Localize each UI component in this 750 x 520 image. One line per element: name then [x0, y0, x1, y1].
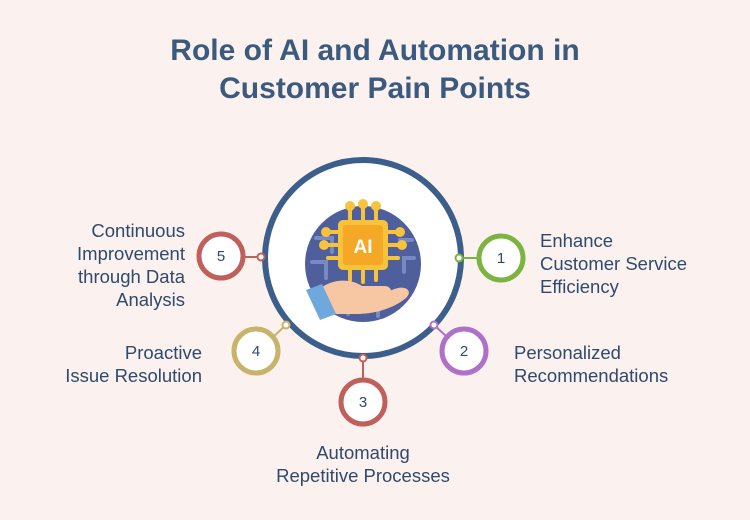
ai-chip-label: AI	[354, 237, 373, 258]
connector-dot-1	[454, 253, 464, 263]
connector-dot-4	[281, 320, 291, 330]
step-3-line-1: Automating	[316, 442, 410, 463]
step-label-4: Proactive Issue Resolution	[65, 341, 202, 387]
title-line-1: Role of AI and Automation in	[170, 34, 580, 67]
step-5-line-1: Continuous	[91, 220, 185, 241]
connectors	[245, 252, 477, 378]
diagram-title: Role of AI and Automation in Customer Pa…	[0, 32, 750, 108]
step-number-4: 4	[252, 343, 260, 360]
step-5-line-2: Improvement	[77, 243, 185, 264]
step-circle-2: 2	[439, 326, 489, 376]
step-2-line-2: Recommendations	[514, 365, 669, 386]
step-number-5: 5	[217, 248, 225, 265]
step-label-1: Enhance Customer Service Efficiency	[540, 229, 687, 298]
step-number-3: 3	[359, 394, 367, 411]
step-1-line-2: Customer Service	[540, 253, 688, 274]
step-2-line-1: Personalized	[514, 342, 621, 363]
step-4-line-1: Proactive	[124, 342, 202, 363]
step-circle-5: 5	[196, 231, 246, 281]
connector-dot-3	[358, 353, 368, 363]
step-1-line-1: Enhance	[540, 230, 614, 251]
step-number-2: 2	[460, 343, 468, 360]
step-label-5: Continuous Improvement through Data Anal…	[77, 219, 185, 311]
step-circle-3: 3	[338, 377, 388, 427]
step-3-line-2: Repetitive Processes	[276, 465, 450, 486]
step-circle-1: 1	[476, 233, 526, 283]
ai-chip-hand-icon: AI	[305, 199, 421, 322]
step-1-line-3: Efficiency	[540, 276, 619, 297]
step-label-3: Automating Repetitive Processes	[253, 441, 473, 487]
title-line-2: Customer Pain Points	[219, 72, 531, 105]
step-5-line-4: Analysis	[116, 289, 185, 310]
step-number-1: 1	[497, 250, 505, 267]
connector-dot-2	[429, 320, 439, 330]
step-label-2: Personalized Recommendations	[514, 341, 668, 387]
connector-dot-5	[256, 252, 266, 262]
step-4-line-2: Issue Resolution	[65, 365, 202, 386]
step-circle-4: 4	[231, 326, 281, 376]
step-5-line-3: through Data	[78, 266, 185, 287]
